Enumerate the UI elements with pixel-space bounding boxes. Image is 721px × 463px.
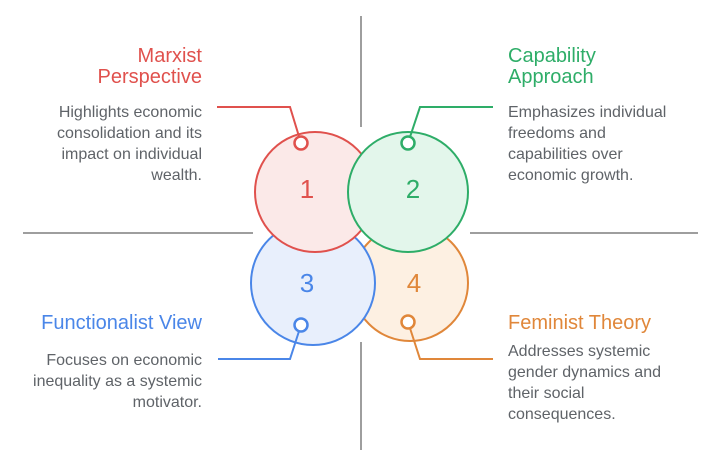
circle-4-number: 4 [407, 268, 421, 298]
connector-functionalist [218, 324, 302, 360]
connector-marxist [217, 106, 302, 144]
description-line: capabilities over [508, 146, 623, 163]
connector-anchor-feminist [400, 314, 416, 330]
description-line: inequality as a systemic [33, 373, 202, 390]
feminist-theory-description: Addresses systemic gender dynamics and t… [508, 341, 661, 425]
marxist-perspective-title: Marxist Perspective [98, 46, 203, 88]
description-line: Addresses systemic [508, 343, 651, 360]
title-line: Functionalist View [41, 312, 202, 334]
connector-anchor-functionalist [293, 317, 309, 333]
capability-approach-description: Emphasizes individual freedoms and capab… [508, 102, 666, 186]
description-line: wealth. [151, 167, 202, 184]
description-line: Focuses on economic [46, 352, 202, 369]
circle-1-number: 1 [300, 174, 314, 204]
description-line: consequences. [508, 406, 616, 423]
description-line: economic growth. [508, 167, 634, 184]
connector-feminist [407, 321, 493, 360]
description-line: gender dynamics and [508, 364, 661, 381]
description-line: Highlights economic [58, 104, 202, 121]
title-line: Approach [508, 66, 594, 88]
title-line: Feminist Theory [508, 312, 652, 334]
circle-2-number: 2 [406, 174, 420, 204]
circle-3-number: 3 [300, 268, 314, 298]
connector-capability [407, 106, 493, 144]
feminist-theory-title: Feminist Theory [508, 313, 651, 334]
functionalist-view-title: Functionalist View [41, 313, 202, 334]
marxist-perspective-description: Highlights economic consolidation and it… [57, 102, 202, 186]
functionalist-view-description: Focuses on economic inequality as a syst… [33, 350, 202, 413]
description-line: consolidation and its [57, 125, 202, 142]
description-line: freedoms and [508, 125, 606, 142]
title-line: Marxist [137, 45, 202, 67]
connector-anchor-marxist [293, 135, 309, 151]
circle-2-capability [347, 131, 469, 253]
connector-anchor-capability [400, 135, 416, 151]
description-line: impact on individual [61, 146, 202, 163]
description-line: motivator. [132, 394, 202, 411]
title-line: Perspective [97, 66, 203, 88]
description-line: their social [508, 385, 585, 402]
description-line: Emphasizes individual [508, 104, 667, 121]
capability-approach-title: Capability Approach [508, 46, 596, 88]
title-line: Capability [508, 45, 596, 67]
